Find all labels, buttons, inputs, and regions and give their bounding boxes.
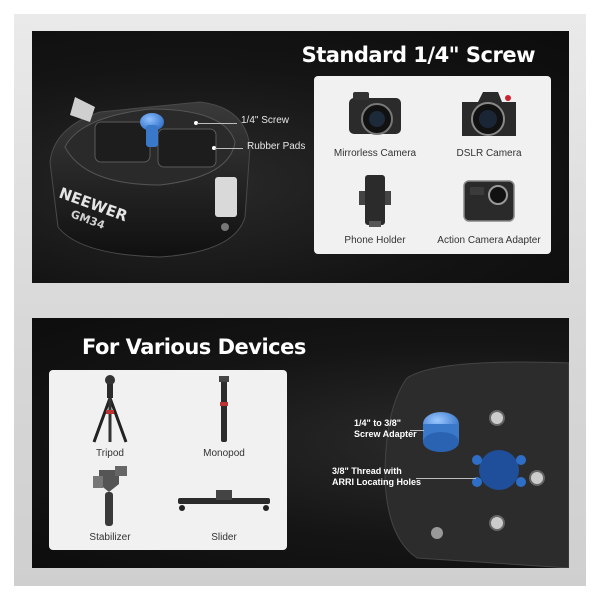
action-camera-icon (463, 180, 515, 222)
device-action-camera: Action Camera Adapter (434, 171, 544, 246)
tripod-icon (92, 375, 128, 443)
adapter-callout-line1: 1/4" to 3/8" (354, 418, 402, 428)
compatible-devices-card: Mirrorless Camera DSLR Camera Phone Hold… (314, 76, 551, 254)
device-mirrorless-camera: Mirrorless Camera (320, 86, 430, 159)
pads-callout-dot (212, 146, 216, 150)
device-label: Mirrorless Camera (333, 148, 417, 159)
base-plate-image (384, 361, 569, 568)
thread-callout-line2: ARRI Locating Holes (332, 477, 422, 487)
device-label: Action Camera Adapter (437, 235, 541, 246)
device-label: Phone Holder (344, 235, 406, 246)
panel-heading-various-devices: For Various Devices (82, 335, 306, 359)
screw-callout-dot (194, 121, 198, 125)
pads-callout-line (215, 148, 243, 149)
device-stabilizer: Stabilizer (55, 462, 165, 543)
device-monopod: Monopod (169, 374, 279, 459)
screw-callout: 1/4" Screw (241, 115, 290, 126)
various-devices-panel: For Various Devices Tripod Monopod (32, 318, 569, 568)
pads-callout: Rubber Pads (247, 141, 306, 152)
panel-heading-standard-screw: Standard 1/4" Screw (301, 43, 536, 67)
adapter-callout: 1/4" to 3/8" Screw Adapter (354, 418, 417, 440)
slider-icon (178, 490, 270, 511)
adapter-callout-line (410, 430, 424, 431)
stabilizer-icon (93, 466, 127, 526)
adapter-callout-line2: Screw Adapter (354, 429, 417, 439)
device-label: Monopod (203, 448, 245, 459)
screw-callout-line (197, 123, 237, 124)
device-phone-holder: Phone Holder (320, 171, 430, 246)
device-label: Slider (211, 532, 237, 543)
phone-holder-icon (359, 175, 391, 227)
device-slider: Slider (169, 462, 279, 543)
monopod-icon (219, 376, 229, 442)
mirrorless-camera-icon (349, 92, 401, 135)
standard-screw-panel: Standard 1/4" Screw NEEWER GM34 1/4" Scr… (32, 31, 569, 283)
device-dslr-camera: DSLR Camera (434, 86, 544, 159)
device-tripod: Tripod (55, 374, 165, 459)
dslr-camera-icon (462, 92, 516, 136)
supported-devices-card: Tripod Monopod Stabilizer (49, 370, 287, 550)
device-label: Tripod (96, 448, 124, 459)
thread-callout: 3/8" Thread with ARRI Locating Holes (332, 466, 421, 488)
thread-callout-line1: 3/8" Thread with (332, 466, 402, 476)
device-label: Stabilizer (89, 532, 131, 543)
quick-release-plate-image: NEEWER GM34 (49, 97, 251, 258)
device-label: DSLR Camera (456, 148, 522, 159)
thread-callout-line (416, 478, 476, 479)
